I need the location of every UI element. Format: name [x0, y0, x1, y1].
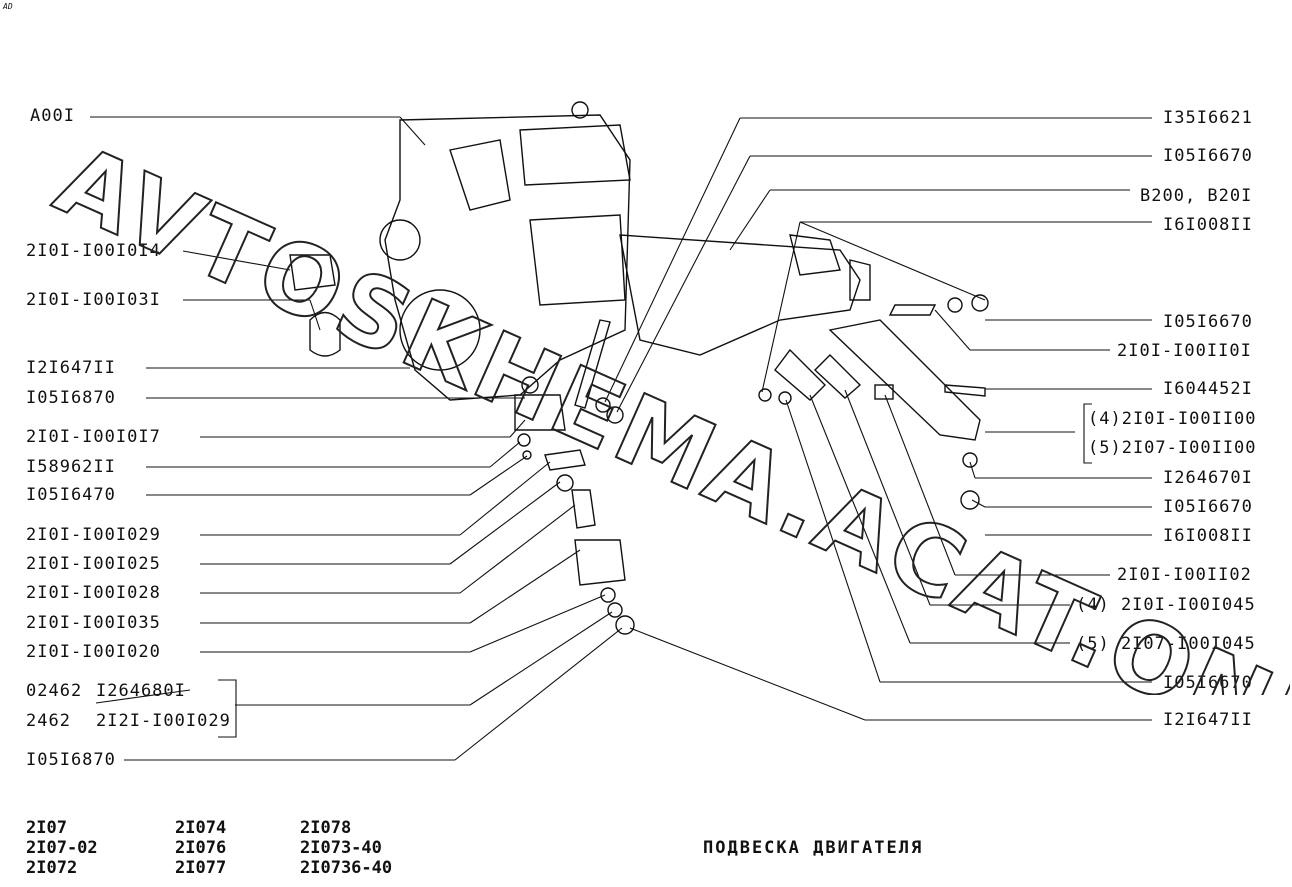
label-10516670-d: I05I6670 — [1163, 673, 1253, 693]
label-a001: A00I — [30, 106, 75, 126]
label-16100811-a: I6I008II — [1163, 215, 1253, 235]
label-2101-1001014: 2I0I-I00I0I4 — [26, 241, 161, 261]
label-2462: 2462 — [26, 711, 71, 731]
label-10516870-a: I05I6870 — [26, 388, 116, 408]
corner-mark: AD — [3, 2, 13, 11]
label-2101-1001025: 2I0I-I00I025 — [26, 554, 161, 574]
label-2101-1001017: 2I0I-I00I0I7 — [26, 427, 161, 447]
model-code: 2I072 — [26, 858, 78, 878]
models-col-3: 2I078 2I073-40 2I0736-40 — [300, 818, 392, 878]
label-12646701: I264670I — [1163, 468, 1253, 488]
models-col-2: 2I074 2I076 2I077 — [175, 818, 226, 878]
label-5-2107-1001045: (5) 2I07-I00I045 — [1076, 634, 1256, 654]
label-12164711-a: I2I647II — [26, 358, 116, 378]
model-code: 2I074 — [175, 818, 227, 838]
label-02462: 02462 — [26, 681, 83, 701]
label-12164711-b: I2I647II — [1163, 710, 1253, 730]
label-2101-1001102: 2I0I-I00II02 — [1117, 565, 1252, 585]
diagram-title: ПОДВЕСКА ДВИГАТЕЛЯ — [703, 838, 924, 858]
label-1264680: I264680I — [96, 681, 186, 701]
label-10516670-c: I05I6670 — [1163, 497, 1253, 517]
label-2101-1001031: 2I0I-I00I03I — [26, 290, 161, 310]
label-2101-1001028: 2I0I-I00I028 — [26, 583, 161, 603]
label-2101-1001020: 2I0I-I00I020 — [26, 642, 161, 662]
models-col-1: 2I07 2I07-02 2I072 — [26, 818, 98, 878]
model-code: 2I073-40 — [300, 838, 382, 858]
label-4-2101-1001100: (4)2I0I-I00II00 — [1088, 409, 1257, 429]
label-b200-b201: B200, B20I — [1140, 186, 1253, 206]
label-10516470: I05I6470 — [26, 485, 116, 505]
label-2101-1001101: 2I0I-I00II0I — [1117, 341, 1252, 361]
label-10516870-b: I05I6870 — [26, 750, 116, 770]
model-code: 2I076 — [175, 838, 227, 858]
label-10516670-b: I05I6670 — [1163, 312, 1253, 332]
label-4-2101-1001045: (4) 2I0I-I00I045 — [1076, 595, 1256, 615]
label-15896211: I58962II — [26, 457, 116, 477]
label-2101-1001029: 2I0I-I00I029 — [26, 525, 161, 545]
model-code: 2I07 — [26, 818, 67, 838]
model-code: 2I07-02 — [26, 838, 98, 858]
label-10516670-a: I05I6670 — [1163, 146, 1253, 166]
label-13516621: I35I6621 — [1163, 108, 1253, 128]
label-16044521: I604452I — [1163, 379, 1253, 399]
model-code: 2I077 — [175, 858, 227, 878]
model-code: 2I0736-40 — [300, 858, 393, 878]
label-16100811-b: I6I008II — [1163, 526, 1253, 546]
label-2101-1001035: 2I0I-I00I035 — [26, 613, 161, 633]
model-code: 2I078 — [300, 818, 352, 838]
label-5-2107-1001100: (5)2I07-I00II00 — [1088, 438, 1257, 458]
label-2121-1001029: 2I2I-I00I029 — [96, 711, 231, 731]
